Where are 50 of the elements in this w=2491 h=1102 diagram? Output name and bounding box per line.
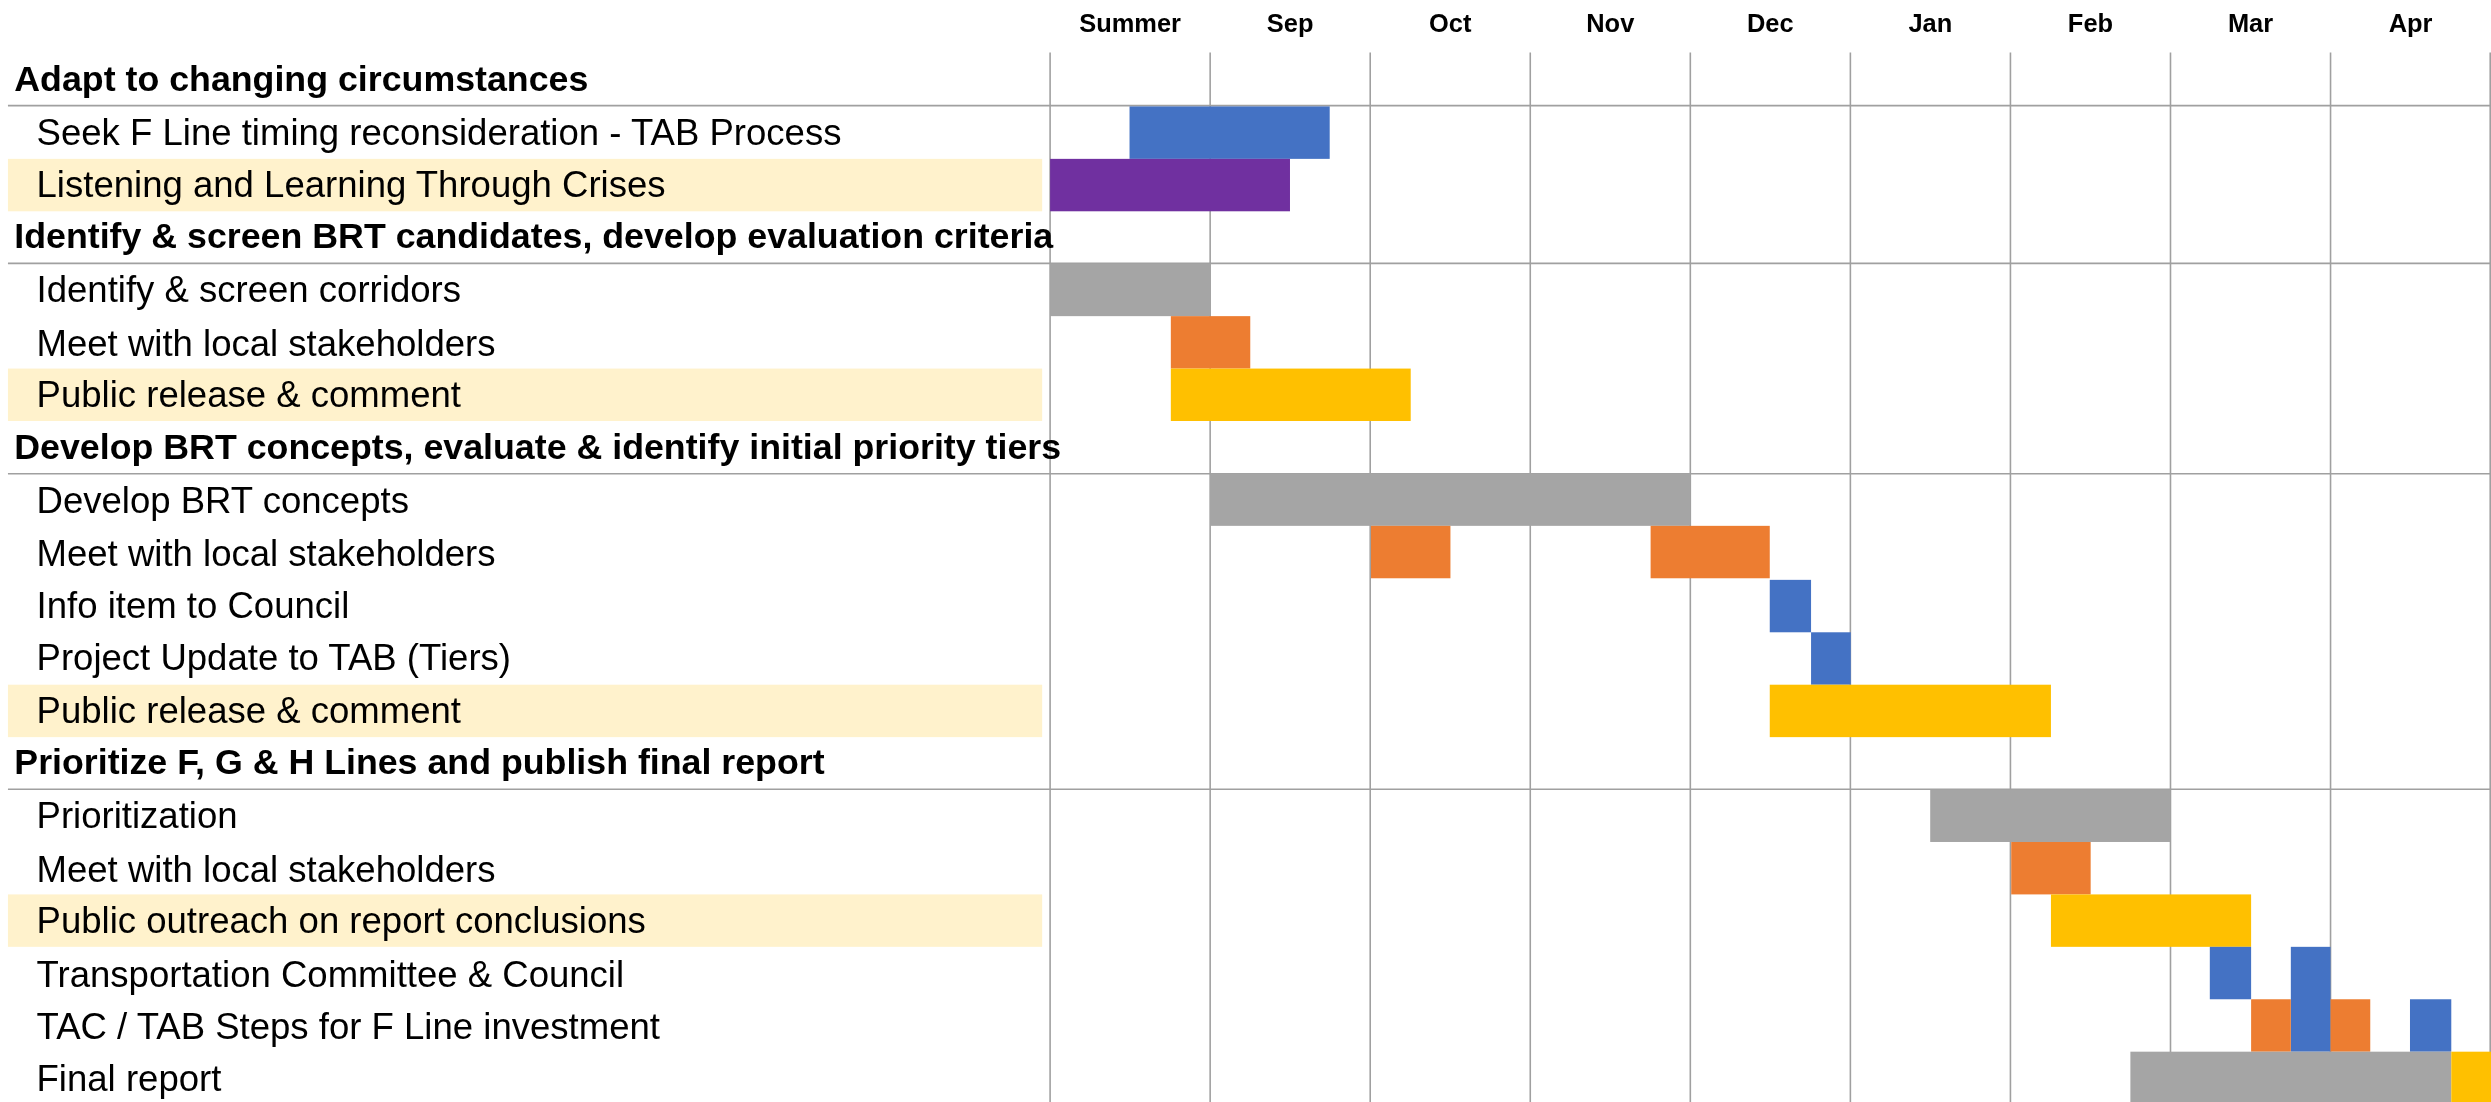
- section-heading: Identify & screen BRT candidates, develop evaluation criteria: [14, 215, 1054, 259]
- task-label: Seek F Line timing reconsideration - TAB Process: [36, 110, 842, 155]
- gantt-bar: [1930, 789, 2171, 842]
- gantt-bar: [1650, 526, 1771, 580]
- task-label: Identify & screen corridors: [36, 268, 461, 313]
- task-label: TAC / TAB Steps for F Line investment: [36, 1004, 660, 1049]
- month-label: Mar: [2226, 8, 2275, 39]
- section-heading: Prioritize F, G & H Lines and publish final report: [14, 741, 825, 785]
- highlighted-task-label: Public outreach on report conclusions: [7, 894, 1043, 947]
- task-label: Final report: [36, 1056, 222, 1102]
- gantt-bar: [2450, 1052, 2491, 1102]
- gantt-bar: [1770, 579, 1811, 632]
- gantt-bar: [1170, 316, 1251, 369]
- task-label: Meet with local stakeholders: [36, 531, 496, 576]
- gantt-bar: [1770, 684, 2051, 737]
- gantt-bar: [1810, 631, 1851, 685]
- month-label: Dec: [1746, 8, 1795, 39]
- gantt-bar: [2130, 1052, 2451, 1102]
- gantt-bar: [1130, 105, 1331, 159]
- section-heading: Adapt to changing circumstances: [14, 57, 589, 101]
- month-label: Oct: [1428, 8, 1473, 39]
- gantt-bar: [1170, 368, 1411, 422]
- month-label: Sep: [1265, 8, 1315, 39]
- month-label: Feb: [2066, 8, 2115, 39]
- task-label: Project Update to TAB (Tiers): [36, 636, 512, 681]
- gantt-bar: [1370, 526, 1451, 580]
- month-label: Summer: [1078, 8, 1182, 39]
- gantt-bar: [2330, 999, 2371, 1053]
- month-label: Apr: [2387, 8, 2434, 39]
- gantt-bar: [2010, 842, 2091, 895]
- gantt-bar: [2250, 999, 2291, 1053]
- gantt-bar: [2410, 999, 2451, 1053]
- highlighted-task-label: Public release & comment: [7, 368, 1043, 422]
- gantt-bar: [1050, 158, 1291, 211]
- gantt-bar: [2210, 947, 2251, 1000]
- month-label: Nov: [1585, 8, 1636, 39]
- task-label: Prioritization: [36, 793, 238, 839]
- gantt-bar: [1210, 473, 1691, 527]
- task-label: Meet with local stakeholders: [36, 320, 496, 365]
- task-label: Info item to Council: [36, 583, 350, 628]
- highlighted-task-label: Listening and Learning Through Crises: [7, 158, 1043, 211]
- section-heading: Develop BRT concepts, evaluate & identify initial priority tiers: [14, 425, 1062, 469]
- gantt-bar: [2050, 894, 2251, 948]
- task-label: Meet with local stakeholders: [36, 846, 496, 891]
- highlighted-task-label: Public release & comment: [7, 684, 1043, 737]
- gantt-bar: [2290, 947, 2331, 1053]
- task-label: Transportation Committee & Council: [36, 951, 625, 997]
- gantt-bar: [1050, 263, 1211, 317]
- month-label: Jan: [1907, 8, 1954, 39]
- task-label: Develop BRT concepts: [36, 478, 409, 523]
